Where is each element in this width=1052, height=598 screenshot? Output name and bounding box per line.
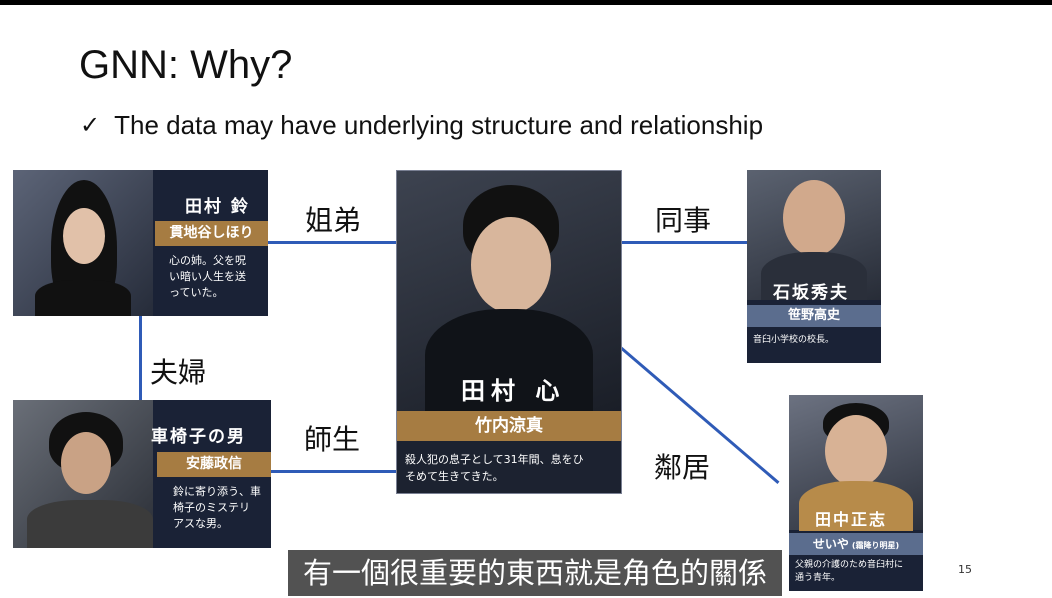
video-subtitle: 有一個很重要的東西就是角色的關係: [288, 550, 782, 596]
character-name: 石坂秀夫: [773, 283, 849, 303]
slide-title: GNN: Why?: [79, 43, 293, 87]
siblings-link: [268, 241, 396, 244]
relation-couple: 夫婦: [150, 356, 207, 389]
actor-name: 竹内涼真: [397, 411, 621, 441]
character-card-tanaka: 田中正志 せいや(霜降り明星) 父親の介護のため音臼村に通う青年。: [789, 395, 923, 591]
character-photo: [13, 170, 153, 316]
character-card-wheelchair-man: 車椅子の男 安藤政信 鈴に寄り添う、車椅子のミステリアスな男。: [13, 400, 271, 548]
slide: GNN: Why? ✓ The data may have underlying…: [0, 5, 1052, 598]
coworker-link: [620, 241, 748, 244]
bullet-text: The data may have underlying structure a…: [114, 110, 764, 140]
relation-coworker: 同事: [655, 204, 712, 237]
actor-name: 安藤政信: [157, 452, 271, 477]
character-card-shin: 田村 心 竹内涼真 殺人犯の息子として31年間、息をひそめて生きてきた。: [396, 170, 622, 494]
relation-teacher-student: 師生: [304, 423, 361, 456]
bullet-item: ✓ The data may have underlying structure…: [80, 110, 763, 141]
character-photo: [747, 170, 881, 300]
character-description: 音臼小学校の校長。: [753, 335, 835, 345]
character-description: 鈴に寄り添う、車椅子のミステリアスな男。: [173, 485, 261, 530]
relation-siblings: 姐弟: [305, 204, 362, 237]
actor-name: 笹野高史: [747, 305, 881, 327]
check-icon: ✓: [80, 112, 101, 139]
character-description: 父親の介護のため音臼村に通う青年。: [795, 560, 904, 583]
character-photo: [789, 395, 923, 531]
couple-link: [139, 316, 142, 401]
character-name: 田中正志: [815, 510, 888, 529]
page-number: 15: [958, 563, 972, 576]
character-photo: [397, 171, 621, 411]
character-name: 田村 鈴: [185, 197, 250, 217]
relation-neighbor: 鄰居: [654, 451, 711, 484]
character-description: 心の姉。父を呪い暗い人生を送っていた。: [169, 254, 246, 299]
character-card-ishizaka: 石坂秀夫 笹野高史 音臼小学校の校長。: [747, 170, 881, 363]
character-name: 田村 心: [461, 377, 566, 405]
character-name: 車椅子の男: [151, 427, 246, 447]
actor-name: 貫地谷しほり: [155, 221, 268, 246]
actor-name: せいや(霜降り明星): [789, 533, 923, 555]
teacher-student-link: [271, 470, 396, 473]
character-card-rin: 田村 鈴 貫地谷しほり 心の姉。父を呪い暗い人生を送っていた。: [13, 170, 268, 316]
character-description: 殺人犯の息子として31年間、息をひそめて生きてきた。: [405, 453, 584, 483]
character-photo: [13, 400, 153, 548]
